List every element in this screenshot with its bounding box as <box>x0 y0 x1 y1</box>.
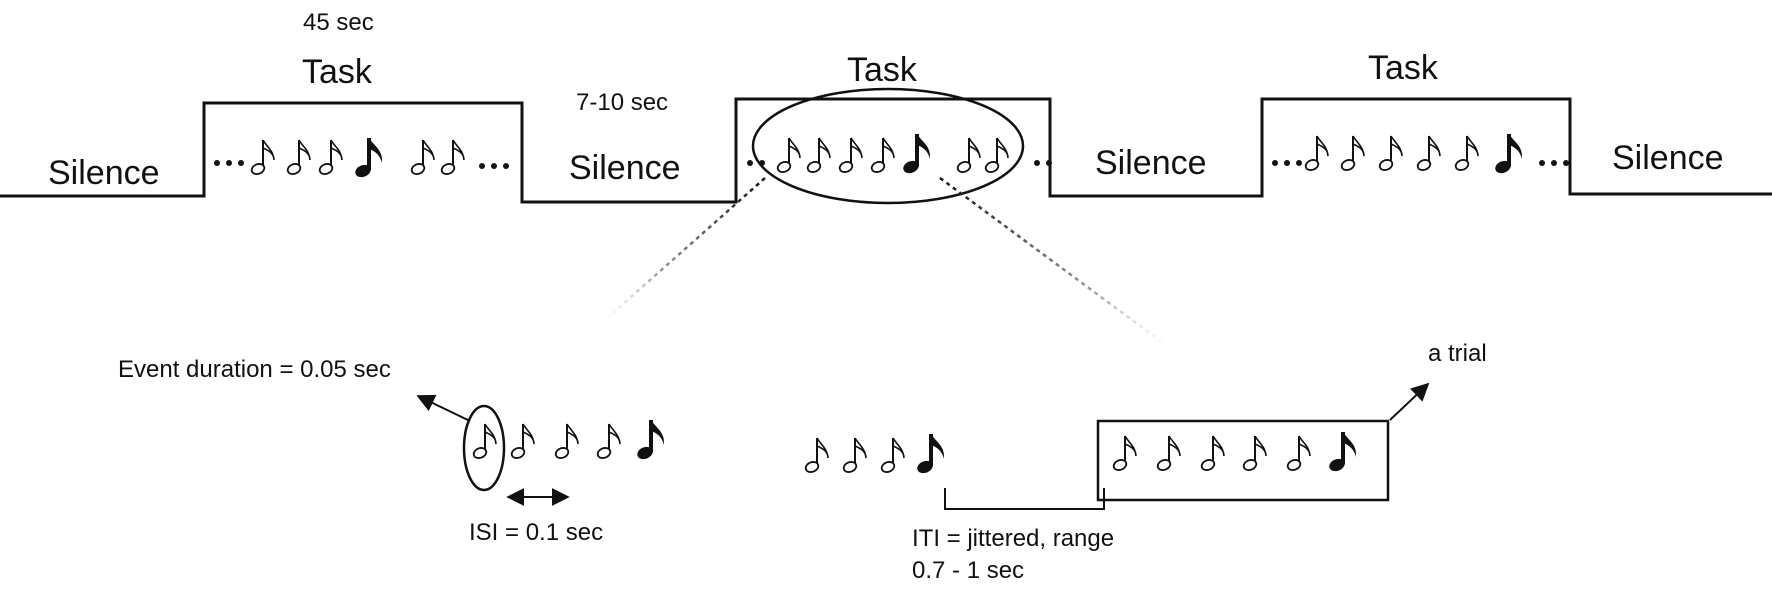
eighth-note-icon <box>837 137 863 175</box>
trial-box <box>1096 382 1430 502</box>
eighth-note-icon <box>803 437 829 475</box>
ellipsis-icon <box>479 163 509 169</box>
eighth-note-icon <box>553 423 579 461</box>
detail-sequence-left <box>416 394 667 506</box>
filled-eighth-note-icon <box>633 418 667 464</box>
eighth-note-icon <box>471 423 497 461</box>
block-label-silence-3: Silence <box>1095 144 1207 182</box>
eighth-note-icon <box>955 137 981 175</box>
filled-eighth-note-icon <box>1325 430 1359 476</box>
eighth-note-icon <box>775 137 801 175</box>
ellipsis-icon <box>1272 160 1302 166</box>
note-sequence-block-2 <box>775 132 1009 178</box>
eighth-note-icon <box>595 423 621 461</box>
eighth-note-icon <box>439 139 465 177</box>
eighth-note-icon <box>285 139 311 177</box>
event-ellipse <box>462 404 506 492</box>
ellipsis-icon <box>214 160 244 166</box>
iti-bracket <box>944 488 1105 510</box>
isi-label: ISI = 0.1 sec <box>469 519 604 546</box>
eighth-note-icon <box>869 137 895 175</box>
eighth-note-icon <box>509 423 535 461</box>
eighth-note-icon <box>1377 135 1403 173</box>
block-label-task-1: Task <box>302 53 372 91</box>
eighth-note-icon <box>409 139 435 177</box>
zoom-line-right <box>939 176 1171 350</box>
task-duration-label: 45 sec <box>303 9 374 36</box>
eighth-note-icon <box>1453 135 1479 173</box>
iti-label-line-2: 0.7 - 1 sec <box>912 557 1025 584</box>
ellipsis-icon <box>1539 160 1569 166</box>
eighth-note-icon <box>1241 435 1267 473</box>
block-timeline-line <box>0 97 1772 204</box>
note-sequence-block-3 <box>1303 132 1525 178</box>
filled-eighth-note-icon <box>1491 132 1525 178</box>
eighth-note-icon <box>805 137 831 175</box>
iti-label-line-1: ITI = jittered, range <box>912 525 1115 552</box>
event-duration-label: Event duration = 0.05 sec <box>118 356 391 383</box>
filled-eighth-note-icon <box>351 136 385 182</box>
zoom-line-left <box>604 177 766 321</box>
trial-arrow <box>1389 382 1430 421</box>
ellipsis-icon <box>1034 160 1052 166</box>
silence-duration-label: 7-10 sec <box>576 89 669 116</box>
eighth-note-icon <box>1199 435 1225 473</box>
eighth-note-icon <box>1339 135 1365 173</box>
eighth-note-icon <box>1303 135 1329 173</box>
eighth-note-icon <box>983 137 1009 175</box>
block-label-silence-2: Silence <box>569 149 681 187</box>
block-label-silence-4: Silence <box>1612 139 1724 177</box>
eighth-note-icon <box>841 437 867 475</box>
block-label-task-3: Task <box>1368 49 1438 87</box>
filled-eighth-note-icon <box>913 432 947 478</box>
ellipsis-icon <box>747 160 765 166</box>
note-sequence-block-1 <box>249 136 465 182</box>
eighth-note-icon <box>879 437 905 475</box>
eighth-note-icon <box>1155 435 1181 473</box>
zoom-ellipse <box>751 87 1025 205</box>
trial-label: a trial <box>1428 340 1487 367</box>
detail-sequence-middle <box>803 432 947 478</box>
block-label-task-2: Task <box>847 51 917 89</box>
filled-eighth-note-icon <box>899 132 933 178</box>
eighth-note-icon <box>1111 435 1137 473</box>
eighth-note-icon <box>249 139 275 177</box>
eighth-note-icon <box>1415 135 1441 173</box>
eighth-note-icon <box>1285 435 1311 473</box>
event-duration-arrow <box>416 394 471 422</box>
block-label-silence-1: Silence <box>48 154 160 192</box>
eighth-note-icon <box>317 139 343 177</box>
